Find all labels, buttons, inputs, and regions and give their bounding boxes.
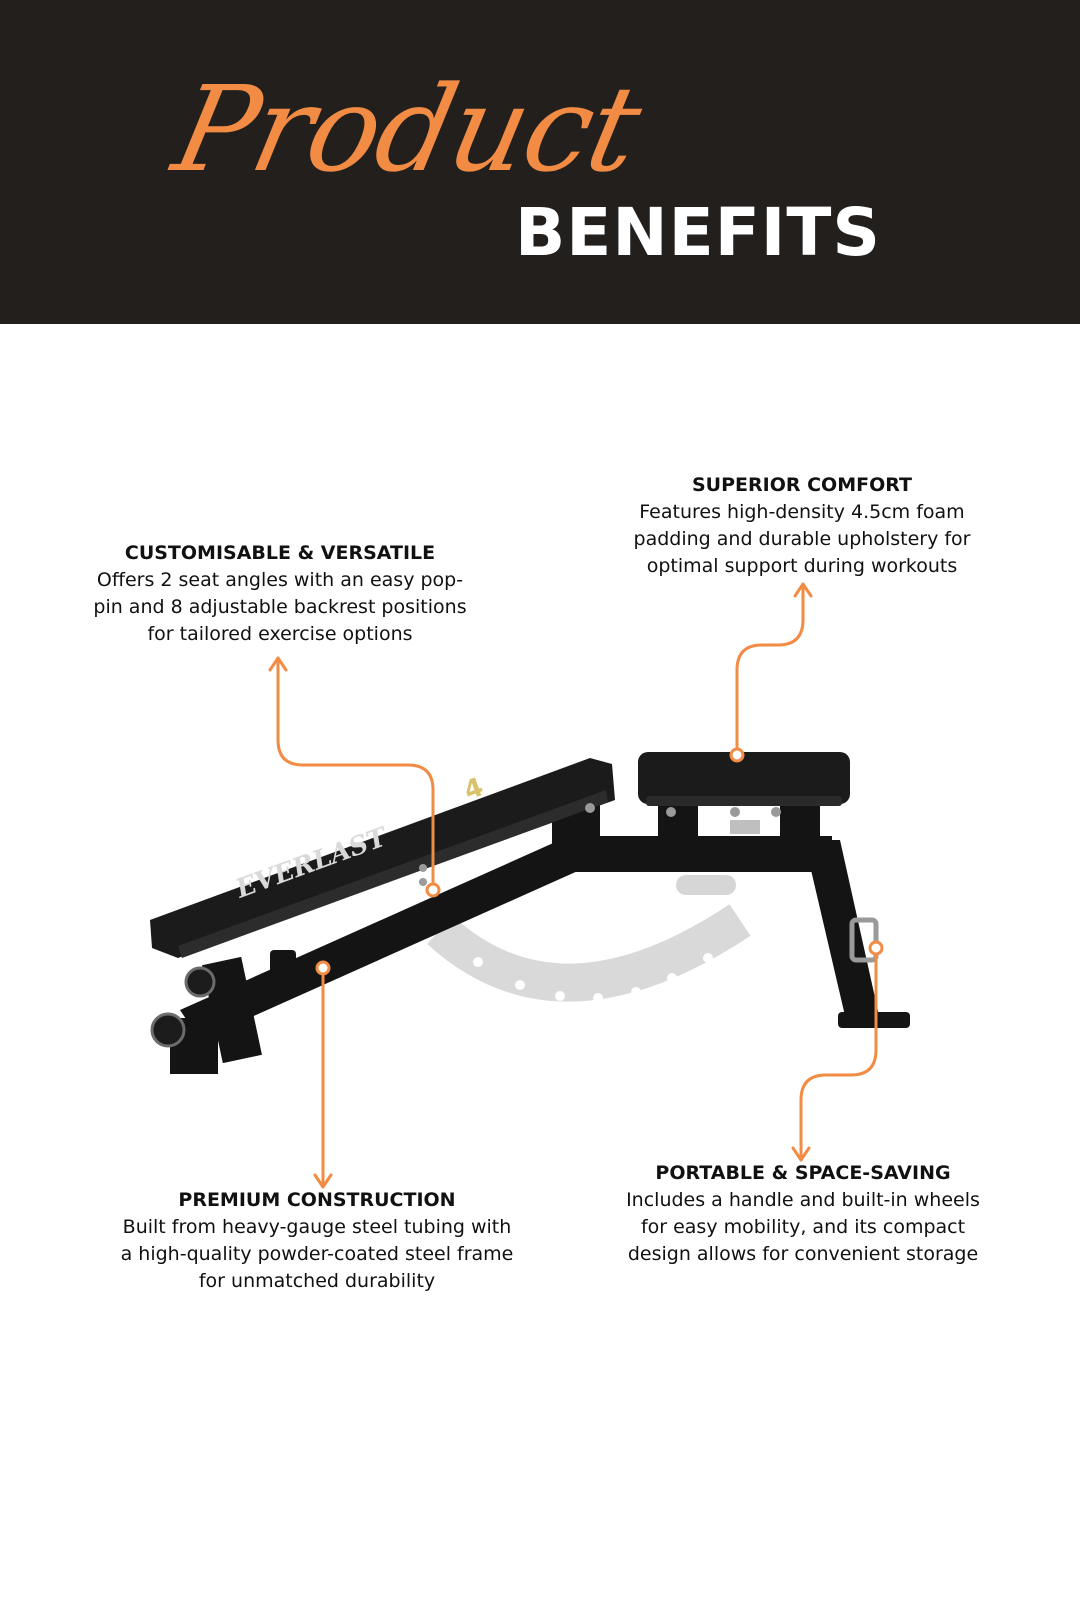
seat-bolt	[771, 807, 781, 817]
feature-text-line: design allows for convenient storage	[627, 1243, 979, 1265]
seat-pad	[638, 752, 850, 804]
backrest-bolt	[419, 864, 427, 872]
rear-foot	[838, 1012, 910, 1028]
seat-bolt	[666, 807, 676, 817]
feature-portable: PORTABLE & SPACE-SAVING Includes a handl…	[618, 1160, 988, 1268]
connector-customisable	[276, 658, 435, 889]
feature-title: PREMIUM CONSTRUCTION	[178, 1189, 456, 1211]
feature-construction: PREMIUM CONSTRUCTION Built from heavy-ga…	[112, 1187, 522, 1295]
arrowhead-construction	[313, 1173, 333, 1189]
connector-portable	[799, 950, 878, 1160]
front-leg	[202, 956, 262, 1064]
feature-text-line: for tailored exercise options	[147, 623, 413, 645]
backrest-bolt	[419, 878, 427, 886]
feature-text-line: for easy mobility, and its compact	[640, 1216, 966, 1238]
main-frame-rail	[180, 840, 580, 1040]
arrowhead-customisable	[268, 656, 288, 672]
seat-bolt	[730, 807, 740, 817]
arc-holes	[473, 953, 713, 1003]
connector-comfort	[735, 584, 805, 754]
feature-text-line: Features high-density 4.5cm foam	[639, 501, 965, 523]
arrowhead-comfort	[793, 582, 813, 598]
header-banner: Product BENEFITS	[0, 0, 1080, 324]
wheel-upper	[184, 966, 216, 998]
feature-text-line: padding and durable upholstery for	[633, 528, 971, 550]
feature-customisable: CUSTOMISABLE & VERSATILE Offers 2 seat a…	[90, 540, 470, 648]
feature-text-line: for unmatched durability	[198, 1270, 436, 1292]
seat-bracket	[730, 820, 760, 834]
brand-logo-mark: 4	[460, 772, 487, 806]
arrowhead-portable	[791, 1146, 811, 1162]
feature-title: CUSTOMISABLE & VERSATILE	[124, 542, 436, 564]
title-bold-word: BENEFITS	[515, 194, 881, 271]
feature-text-line: a high-quality powder-coated steel frame	[120, 1243, 514, 1265]
feature-title: SUPERIOR COMFORT	[692, 474, 912, 496]
feature-text-line: pin and 8 adjustable backrest positions	[93, 596, 467, 618]
pop-pin-knob	[270, 950, 296, 984]
dot-customisable	[425, 882, 441, 898]
feature-title: PORTABLE & SPACE-SAVING	[655, 1162, 951, 1184]
wheel-lower	[150, 1012, 186, 1048]
feature-text-line: Includes a handle and built-in wheels	[626, 1189, 980, 1211]
feature-text-line: optimal support during workouts	[646, 555, 958, 577]
dot-portable	[868, 940, 884, 956]
seat-angle-plate	[676, 875, 736, 895]
feature-text-line: Built from heavy-gauge steel tubing with	[122, 1216, 512, 1238]
dot-construction	[315, 960, 331, 976]
backrest-edge	[178, 790, 608, 958]
carry-handle	[849, 917, 879, 963]
dot-comfort	[729, 747, 745, 763]
seat-pad-edge	[646, 796, 842, 806]
seat-upright	[658, 800, 698, 860]
rear-leg	[804, 840, 880, 1020]
adjustment-arc-plate	[427, 904, 751, 1002]
backrest-pad	[150, 758, 615, 958]
feature-comfort: SUPERIOR COMFORT Features high-density 4…	[622, 472, 982, 580]
feature-text-line: Offers 2 seat angles with an easy pop-	[96, 569, 464, 591]
backrest-bolt	[585, 803, 595, 813]
